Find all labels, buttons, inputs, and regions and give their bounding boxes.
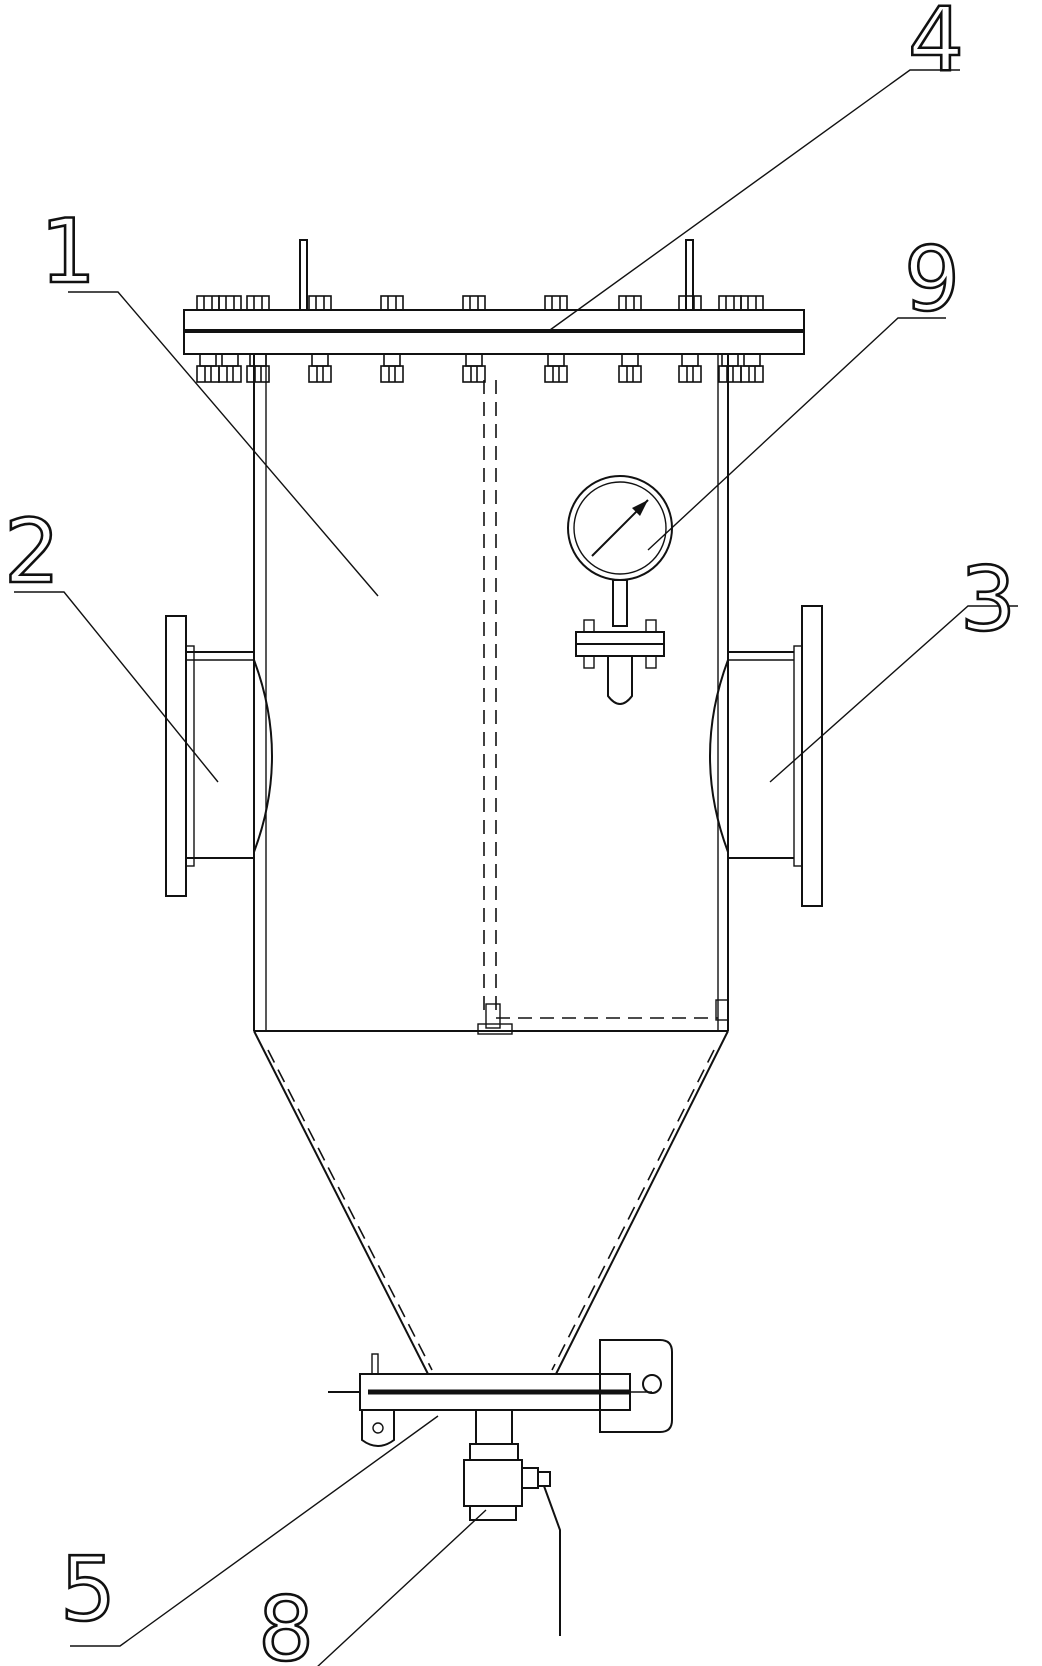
flange-bolt [544, 295, 568, 383]
leader-lines [14, 69, 1018, 1666]
flange-bolt [618, 295, 642, 383]
inlet-nozzle [165, 615, 273, 897]
flange-bolt [196, 295, 220, 383]
label-5: 5 [60, 1538, 116, 1641]
flange-bolt [740, 295, 764, 383]
flange-bolt [308, 295, 332, 383]
flange-bolt [678, 295, 702, 383]
flange-bolt [462, 295, 486, 383]
label-1: 1 [40, 200, 96, 303]
flange-bolt [380, 295, 404, 383]
flange-bolt [718, 295, 742, 383]
flange-bolt [218, 295, 242, 383]
bottom-flange [328, 1339, 673, 1447]
label-4: 4 [908, 0, 964, 91]
label-2: 2 [4, 500, 60, 603]
pressure-gauge [567, 475, 673, 705]
label-8: 8 [258, 1578, 314, 1666]
cylinder-body [253, 354, 729, 1035]
flange-bolts [196, 295, 764, 383]
outlet-nozzle [709, 605, 823, 907]
top-cover-flange [183, 239, 805, 355]
label-9: 9 [904, 228, 960, 331]
part-labels: 1 2 3 4 5 8 9 [3, 0, 1018, 1666]
conical-bottom [253, 1030, 729, 1375]
drain-valve [463, 1409, 561, 1636]
label-3: 3 [960, 548, 1016, 651]
